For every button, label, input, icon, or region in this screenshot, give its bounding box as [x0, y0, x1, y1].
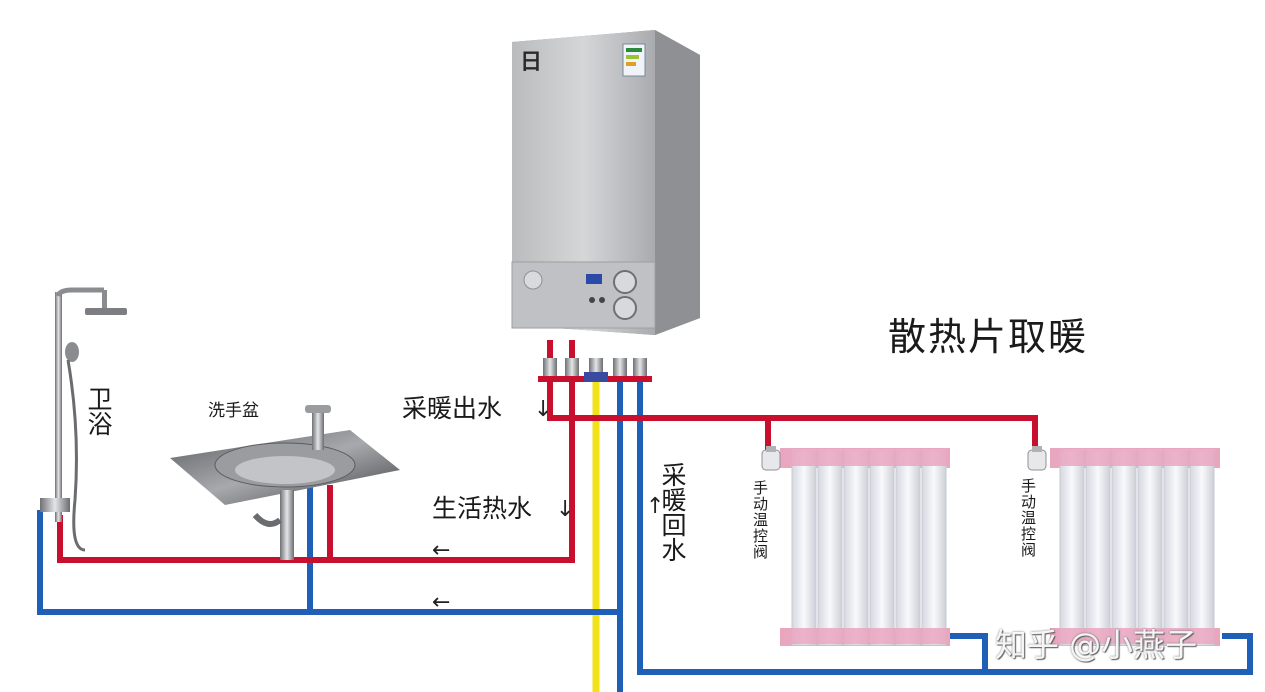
faucet-icon[interactable] — [312, 408, 324, 450]
radiator-fins — [791, 449, 947, 646]
valve — [560, 358, 584, 382]
heating-return-pipe — [637, 372, 1253, 675]
valve — [608, 358, 632, 382]
valve — [584, 358, 608, 382]
label-wash-basin: 洗手盆 — [208, 401, 259, 421]
shower-head-icon — [85, 308, 127, 315]
diagram-title: 散热片取暖 — [888, 315, 1089, 359]
radiator-left — [761, 446, 950, 646]
display-screen — [586, 274, 602, 284]
ignition-port-icon — [523, 270, 543, 290]
radiator-fins — [1059, 449, 1215, 646]
arrow-left-icon: ← — [432, 590, 451, 615]
label-heating-out: 采暖出水 — [402, 394, 503, 423]
label-bathroom: 卫浴 — [84, 386, 113, 436]
label-valve-left: 手动温控阀 — [751, 480, 769, 560]
temperature-knob-icon[interactable] — [613, 296, 637, 320]
cold-water-pipe — [37, 372, 623, 692]
thermostatic-valve-icon[interactable] — [1027, 446, 1047, 471]
label-valve-right: 手动温控阀 — [1019, 478, 1037, 558]
arrow-up-icon: ↑ — [646, 494, 665, 519]
boiler-valves — [538, 358, 652, 382]
indicator-light-icon — [589, 297, 595, 303]
arrow-down-icon: ↓ — [534, 397, 553, 422]
thermostatic-valve-icon[interactable] — [761, 446, 781, 471]
temperature-knob-icon[interactable] — [613, 270, 637, 294]
shower-fixture — [40, 287, 127, 552]
radiator-right — [1027, 446, 1220, 646]
wall-hung-boiler — [511, 30, 700, 335]
label-domestic-hot-water: 生活热水 — [432, 494, 533, 523]
domestic-hot-water-pipe — [57, 340, 575, 563]
label-heating-return: 采暖回水 — [658, 462, 687, 562]
indicator-light-icon — [599, 297, 605, 303]
arrow-left-icon: ← — [432, 538, 451, 563]
valve — [538, 358, 562, 382]
watermark: 知乎 @小燕子 — [995, 626, 1198, 664]
wash-basin — [170, 405, 400, 560]
arrow-down-icon: ↓ — [556, 497, 575, 522]
valve — [628, 358, 652, 382]
brand-logo: 日 — [520, 50, 543, 75]
hand-shower-icon — [65, 342, 79, 362]
